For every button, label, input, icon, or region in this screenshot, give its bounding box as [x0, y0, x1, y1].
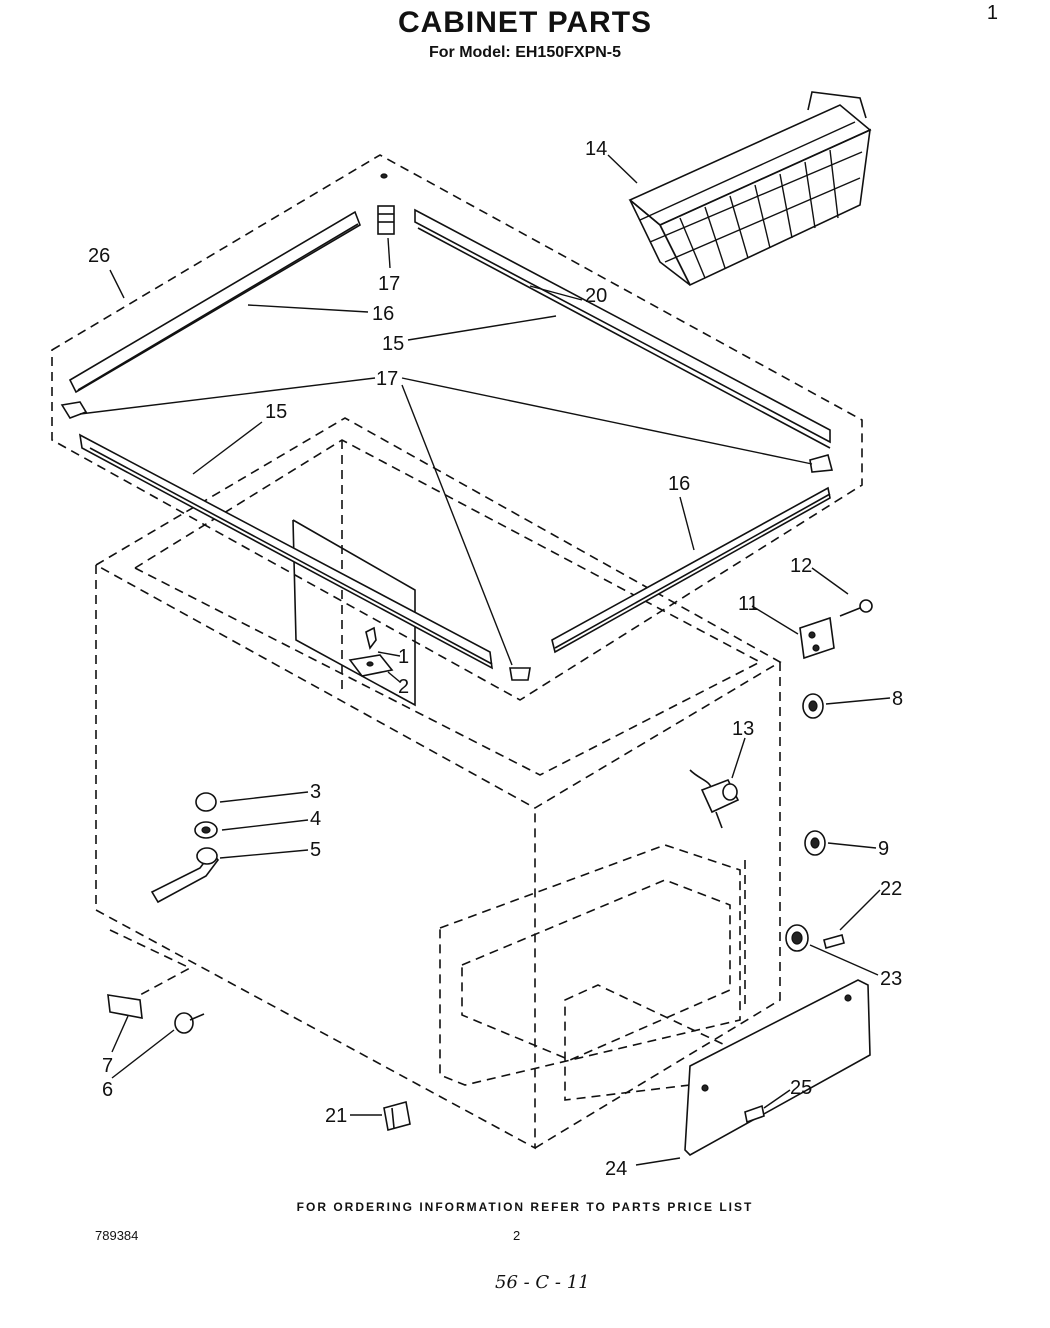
callout-17-middle: 17	[376, 368, 398, 390]
page-number: 2	[513, 1228, 521, 1243]
callout-4: 4	[310, 808, 321, 830]
trim-strip-15-front-left	[78, 433, 493, 670]
callout-17-top: 17	[378, 273, 400, 295]
drain-plug-3	[195, 792, 217, 812]
handwritten-note: 56 - C - 11	[495, 1272, 590, 1293]
compressor-compartment-inner	[461, 879, 731, 1061]
leader-lines	[79, 154, 891, 1166]
screw-22	[823, 934, 845, 949]
callout-15-left: 15	[265, 401, 287, 423]
callout-23: 23	[880, 968, 902, 990]
callout-8: 8	[892, 688, 903, 710]
trim-strip-15-rear-right	[414, 208, 831, 449]
corner-cap-17-right	[809, 454, 834, 473]
cabinet-right-side	[534, 662, 781, 1149]
leveling-leg-6	[174, 1012, 205, 1034]
lid-stop-1	[365, 626, 377, 650]
corner-mark: 1	[986, 2, 998, 24]
cabinet-left-side	[95, 565, 536, 1150]
access-panel-24	[684, 979, 871, 1156]
corner-cap-17-left	[60, 401, 88, 419]
cabinet-base-skirt	[109, 929, 192, 996]
callout-12: 9	[878, 838, 889, 860]
drain-cap-7	[107, 994, 143, 1019]
knob-23	[785, 924, 809, 952]
callout-5: 5	[310, 839, 321, 861]
callout-11: 12	[790, 555, 812, 577]
callout-20: 20	[585, 285, 607, 307]
thermostat-14	[689, 769, 740, 829]
callout-26: 26	[88, 245, 110, 267]
callout-3: 3	[310, 781, 321, 803]
callout-24: 24	[605, 1158, 627, 1180]
callout-21: 21	[325, 1105, 347, 1127]
callout-13: 14	[585, 138, 607, 160]
callout-7: 7	[102, 1055, 113, 1077]
callout-1: 1	[398, 646, 409, 668]
model-subtitle: For Model: EH150FXPN-5	[428, 44, 622, 61]
screw-11	[839, 599, 873, 617]
document-number: 789384	[95, 1228, 139, 1243]
drain-tube-5	[150, 847, 219, 904]
hinge-17-rear	[377, 173, 395, 235]
lid-stop-bracket-2	[348, 654, 394, 677]
grommet-8	[802, 693, 824, 719]
callout-16-top: 16	[372, 303, 394, 325]
cabinet-inner-opening	[134, 439, 762, 776]
callout-6: 6	[102, 1079, 113, 1101]
grommet-12	[804, 830, 826, 856]
callout-2: 2	[398, 676, 409, 698]
callout-15-top: 15	[382, 333, 404, 355]
screw-25	[744, 1104, 765, 1124]
clip-21	[383, 1100, 411, 1132]
corner-cap-17-front	[509, 667, 531, 681]
hinge-bracket-9	[799, 616, 835, 660]
trim-strip-16-front-right	[551, 486, 831, 654]
lid-frame-outline	[51, 154, 863, 701]
trim-strip-16-rear-left	[68, 210, 361, 394]
liner-panel	[292, 519, 416, 707]
drain-washer-4	[194, 821, 218, 839]
callout-25: 25	[790, 1077, 812, 1099]
callout-22: 22	[880, 878, 902, 900]
callout-9: 11	[738, 593, 759, 615]
callout-14: 13	[732, 718, 754, 740]
page-title: CABINET PARTS	[397, 6, 653, 39]
wire-basket-13	[628, 91, 872, 287]
compressor-compartment	[439, 844, 741, 1086]
ordering-note: FOR ORDERING INFORMATION REFER TO PARTS …	[296, 1200, 754, 1214]
callout-16-right: 16	[668, 473, 690, 495]
